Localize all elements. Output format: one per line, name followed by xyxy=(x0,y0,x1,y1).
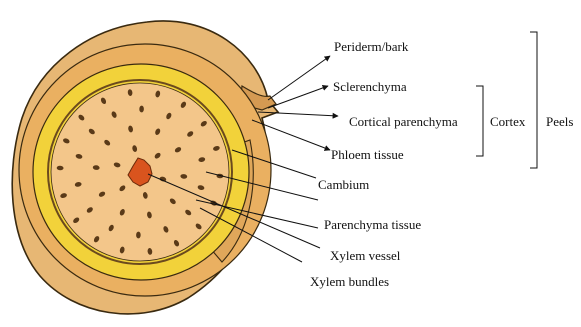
label-xylem-vessel: Xylem vessel xyxy=(330,248,401,263)
label-phloem: Phloem tissue xyxy=(331,147,404,162)
label-cortex: Cortex xyxy=(490,114,526,129)
label-periderm: Periderm/bark xyxy=(334,39,409,54)
label-peels: Peels xyxy=(546,114,573,129)
peels-bracket: Peels xyxy=(530,32,573,168)
label-cortical-parenchyma: Cortical parenchyma xyxy=(349,114,458,129)
label-cambium: Cambium xyxy=(318,177,369,192)
root-cross-section xyxy=(12,21,278,314)
label-parenchyma: Parenchyma tissue xyxy=(324,217,421,232)
label-sclerenchyma: Sclerenchyma xyxy=(333,79,407,94)
label-xylem-bundles: Xylem bundles xyxy=(310,274,389,289)
cortex-bracket: Cortex xyxy=(476,86,526,156)
